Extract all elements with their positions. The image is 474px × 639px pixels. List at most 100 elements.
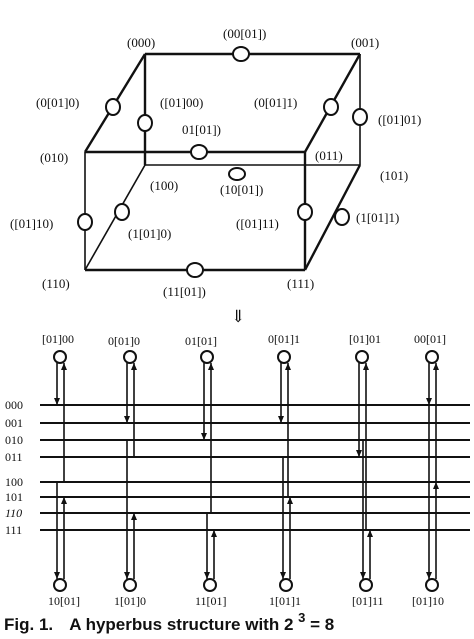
top-node-4 [355,350,369,364]
top-node-0 [53,350,67,364]
label-e01-10: ([01]10) [10,216,53,231]
top-conn-5-b-arrowhead [433,363,439,370]
node-01-01-right [352,108,368,126]
bottom-node-4 [359,578,373,592]
bottom-label-11-01: 11[01] [195,594,227,608]
bottom-node-1 [123,578,137,592]
cube-labels: (000) (00[01]) (001) (0[01]0) ([01]00) (… [10,26,421,299]
label-v010: (010) [40,150,68,165]
caption-prefix: Fig. 1. [4,615,53,634]
top-conn-3-a-arrowhead [278,416,284,423]
row-label-101: 101 [5,490,23,504]
top-conn-1-b-arrowhead [131,363,137,370]
node-0-01-1 [323,98,339,116]
node-01-10 [77,213,93,231]
bottom-conn-4-b-arrowhead [367,530,373,537]
label-v110: (110) [42,276,70,291]
label-v001: (001) [351,35,379,50]
caption-sup: 3 [298,610,305,625]
bus-top-labels: [01]00 0[01]0 01[01] 0[01]1 [01]01 00[01… [42,332,446,348]
label-e01-00: ([01]00) [160,95,203,110]
node-10-01 [228,167,246,181]
label-v011: (011) [315,148,343,163]
bottom-conn-3-b-arrowhead [287,497,293,504]
bottom-node-2 [203,578,217,592]
row-label-001: 001 [5,416,23,430]
bottom-conn-2-a-arrowhead [204,572,210,579]
label-e10-01: (10[01]) [220,182,263,197]
bottom-node-5 [425,578,439,592]
cube-edge-101-111 [303,164,362,271]
caption-suffix: = 8 [310,615,334,634]
label-e01-01-mid: 01[01]) [182,122,221,137]
top-conn-1-a-arrowhead [124,416,130,423]
bottom-conn-1-a-arrowhead [124,572,130,579]
bottom-conn-3-a-arrowhead [280,572,286,579]
label-e0-01-1: (0[01]1) [254,95,297,110]
top-conn-2-a-arrowhead [201,433,207,440]
bottom-conn-1-b-arrowhead [131,513,137,520]
label-v111: (111) [287,276,314,291]
transform-arrow: ⇓ [231,307,245,326]
bus-diagram: 000 001 010 011 100 101 110 111 [01]00 0… [5,332,470,608]
row-label-010: 010 [5,433,23,447]
top-conn-3-b-arrowhead [285,363,291,370]
label-e0-01-0: (0[01]0) [36,95,79,110]
bottom-label-10-01: 10[01] [48,594,80,608]
figure-caption: Fig. 1. A hyperbus structure with 2 3 = … [4,607,334,634]
label-e01-11: ([01]11) [236,216,279,231]
node-1-01-0 [114,203,130,221]
bus-bottom-labels: 10[01] 1[01]0 11[01] 1[01]1 [01]11 [01]1… [48,594,444,608]
row-label-000: 000 [5,398,23,412]
bottom-node-3 [279,578,293,592]
row-label-011: 011 [5,450,23,464]
bottom-conn-5-b-arrowhead [433,482,439,489]
top-node-1 [123,350,137,364]
bottom-label-1-01-0: 1[01]0 [114,594,146,608]
bus-connections [53,350,439,592]
label-v101: (101) [380,168,408,183]
cube-edge-100-110 [84,164,146,271]
cube-edge-nodes [77,46,368,278]
top-label-01-01: [01]01 [349,332,381,346]
bottom-node-0 [53,578,67,592]
row-label-111: 111 [5,523,22,537]
node-11-01 [186,262,204,278]
top-node-2 [200,350,214,364]
bottom-conn-5-a-arrowhead [426,572,432,579]
label-v000: (000) [127,35,155,50]
bottom-label-01-10: [01]10 [412,594,444,608]
top-label-0-01-1: 0[01]1 [268,332,300,346]
bus-row-labels: 000 001 010 011 100 101 110 111 [5,398,23,537]
node-00-01 [232,46,250,62]
top-label-01-01-mid: 01[01] [185,334,217,348]
top-conn-4-a-arrowhead [356,450,362,457]
label-e1-01-0: (1[01]0) [128,226,171,241]
bottom-conn-4-a-arrowhead [360,572,366,579]
top-label-00-01: 00[01] [414,332,446,346]
bottom-conn-0-a-arrowhead [54,572,60,579]
node-0-01-0 [105,98,121,116]
row-label-100: 100 [5,475,23,489]
top-label-01-00: [01]00 [42,332,74,346]
top-conn-0-b-arrowhead [61,363,67,370]
row-label-110: 110 [5,506,22,520]
label-v100: (100) [150,178,178,193]
top-conn-0-a-arrowhead [54,398,60,405]
bus-lines [40,404,470,531]
bottom-label-1-01-1: 1[01]1 [269,594,301,608]
node-01-01-mid [190,144,208,160]
top-conn-4-b-arrowhead [363,363,369,370]
caption-text: A hyperbus structure with 2 [69,615,293,634]
label-e01-01: ([01]01) [378,112,421,127]
label-e00-01: (00[01]) [223,26,266,41]
top-node-5 [425,350,439,364]
top-node-3 [277,350,291,364]
top-conn-5-a-arrowhead [426,398,432,405]
label-e11-01: (11[01]) [163,284,206,299]
bottom-label-01-11: [01]11 [352,594,384,608]
node-01-00 [137,114,153,132]
label-e1-01-1: (1[01]1) [356,210,399,225]
bottom-conn-2-b-arrowhead [211,530,217,537]
